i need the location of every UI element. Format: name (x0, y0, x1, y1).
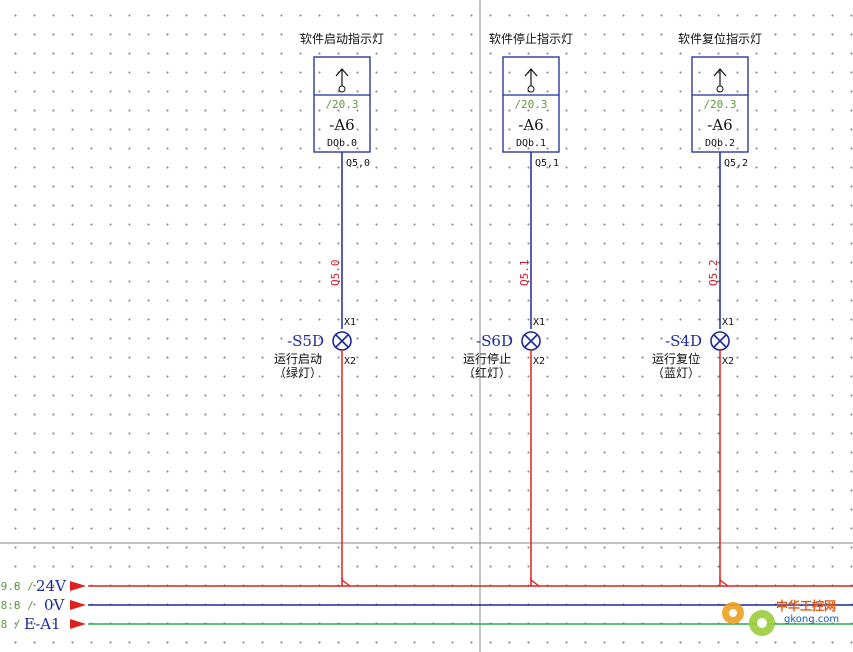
channel-1-lamp-desc: 运行启动 (273, 352, 323, 366)
channel-2-address: Q5,1 (535, 158, 560, 169)
channel-3-ref[interactable]: /20.3 (703, 98, 737, 111)
output-channel-2[interactable] (502, 56, 560, 587)
channel-2-lamp-color: （红灯） (462, 366, 512, 380)
channel-1-lamp-tag: -S5D (287, 332, 324, 350)
channel-1-pin-top: X1 (344, 317, 357, 328)
channel-1-pin-bottom: X2 (344, 356, 357, 367)
bus-name-pe: E-A1 (24, 615, 61, 633)
junction-mark (341, 577, 351, 587)
channel-3-lamp-color: （蓝灯） (651, 366, 701, 380)
bus-name-24v: 24V (36, 577, 66, 595)
output-arrow-head-icon (335, 68, 349, 77)
bus-name-0v: 0V (44, 596, 65, 614)
channel-3-pin-top: X1 (722, 317, 735, 328)
channel-1-title: 软件启动指示灯 (299, 32, 385, 46)
bus-arrow-pe (70, 619, 86, 629)
channel-3-address: Q5,2 (724, 158, 749, 169)
bus-ref-pe[interactable]: :8 / (0, 618, 21, 631)
channel-3-lamp-tag: -S4D (665, 332, 702, 350)
output-channel-3[interactable] (691, 56, 749, 587)
channel-2-wire-label: Q5.1 (518, 259, 531, 287)
channel-2-ref[interactable]: /20.3 (514, 98, 548, 111)
bus-ref-24v[interactable]: 39.8 / (0, 580, 34, 593)
channel-2-channel: DQb.1 (515, 138, 547, 149)
channel-1-device: -A6 (329, 116, 355, 134)
channel-1-address: Q5,0 (346, 158, 371, 169)
channel-3-pin-bottom: X2 (722, 356, 735, 367)
channel-1-channel: DQb.0 (326, 138, 358, 149)
watermark-domain: gkong.com (784, 614, 840, 625)
connection-point-icon (716, 85, 724, 93)
channel-3-lamp-desc: 运行复位 (651, 352, 701, 366)
junction-mark (719, 577, 729, 587)
connection-point-icon (527, 85, 535, 93)
channel-3-wire-label: Q5.2 (707, 259, 720, 287)
channel-2-pin-top: X1 (533, 317, 546, 328)
channel-2-lamp-desc: 运行停止 (462, 352, 512, 366)
connection-point-icon (338, 85, 346, 93)
bus-arrow-24v (70, 581, 86, 591)
bus-ref-0v[interactable]: 38:8 / (0, 599, 34, 612)
channel-2-pin-bottom: X2 (533, 356, 546, 367)
watermark-name: 中华工控网 (776, 599, 837, 613)
channel-2-device: -A6 (518, 116, 544, 134)
channel-2-lamp-tag: -S6D (476, 332, 513, 350)
channel-3-channel: DQb.2 (704, 138, 736, 149)
output-arrow-head-icon (713, 68, 727, 77)
channel-2-title: 软件停止指示灯 (488, 32, 574, 46)
bus-arrow-0v (70, 600, 86, 610)
gear-icon (722, 602, 775, 636)
output-arrow-head-icon (524, 68, 538, 77)
output-channel-1[interactable] (313, 56, 371, 587)
channel-3-title: 软件复位指示灯 (677, 32, 763, 46)
channel-1-ref[interactable]: /20.3 (325, 98, 359, 111)
channel-1-lamp-color: （绿灯） (273, 366, 323, 380)
junction-mark (530, 577, 540, 587)
channel-3-device: -A6 (707, 116, 733, 134)
channel-1-wire-label: Q5.0 (329, 259, 342, 287)
